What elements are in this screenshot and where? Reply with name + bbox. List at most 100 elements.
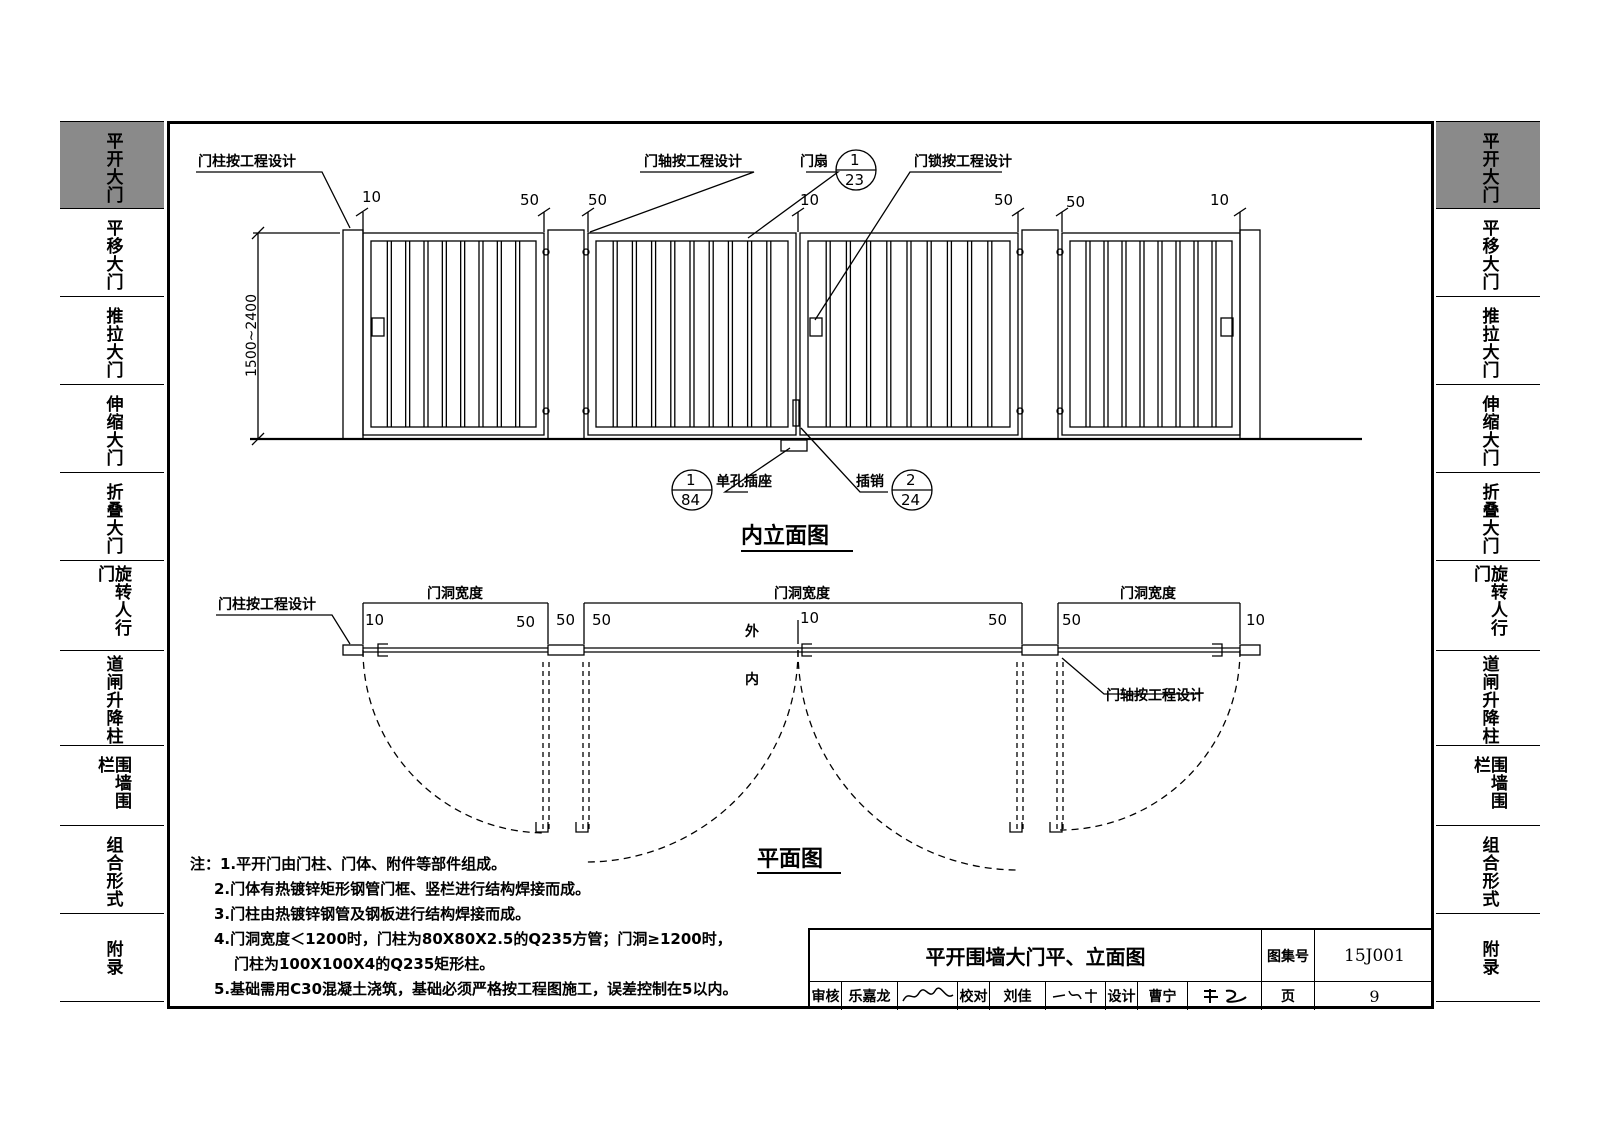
leaf-3-inner bbox=[807, 240, 1011, 428]
leaf-3-frame bbox=[799, 232, 1019, 436]
tab-appendix[interactable]: 附录 bbox=[60, 914, 164, 1002]
elevation-dim-7: 10 bbox=[1210, 191, 1229, 209]
tab-label: 围墙围栏 bbox=[94, 756, 131, 810]
right-tab-strip: 平开大门 平移大门 推拉大门 伸缩大门 折叠大门 旋转人行门 道闸升降柱 围墙围… bbox=[1436, 121, 1540, 1002]
hinge-leader bbox=[589, 171, 755, 233]
signature-3 bbox=[1203, 989, 1247, 1003]
plan-dim-2: 50 bbox=[516, 613, 535, 631]
tab-label: 伸缩大门 bbox=[102, 395, 123, 467]
checker-signature bbox=[1046, 982, 1106, 1010]
elevation-hinge-label: 门轴按工程设计 bbox=[644, 153, 742, 170]
plan-opening-width-2: 门洞宽度 bbox=[774, 585, 831, 602]
elevation-dim-4: 10 bbox=[800, 191, 819, 209]
reviewer-signature bbox=[898, 982, 958, 1010]
tab-combination[interactable]: 组合形式 bbox=[1436, 826, 1540, 914]
atlas-number: 15J001 bbox=[1315, 930, 1434, 982]
tab-label: 组合形式 bbox=[102, 836, 123, 908]
tab-sliding-gate[interactable]: 平移大门 bbox=[1436, 209, 1540, 297]
leaf-ref-page: 23 bbox=[845, 171, 864, 189]
hinges bbox=[542, 248, 1064, 415]
socket-ref-page: 84 bbox=[681, 491, 700, 509]
post-leader bbox=[196, 171, 351, 229]
tab-combination[interactable]: 组合形式 bbox=[60, 826, 164, 914]
swing-arc-2 bbox=[585, 649, 799, 863]
tab-label: 围墙围栏 bbox=[1470, 756, 1507, 810]
note-4: 4.门洞宽度＜1200时，门柱为80X80X2.5的Q235方管；门洞≥1200… bbox=[214, 930, 732, 948]
lock-2 bbox=[809, 317, 823, 337]
leaf-1-bars bbox=[386, 241, 521, 427]
plan-opening-width-3: 门洞宽度 bbox=[1120, 585, 1177, 602]
tab-label: 平移大门 bbox=[102, 219, 123, 291]
tab-label: 折叠大门 bbox=[102, 483, 123, 555]
plan-hinge-leader bbox=[1061, 657, 1200, 695]
tab-telescopic-gate[interactable]: 伸缩大门 bbox=[60, 385, 164, 473]
note-5: 5.基础需用C30混凝土浇筑，基础必须严格按工程图施工，误差控制在5以内。 bbox=[214, 980, 738, 998]
page-number: 9 bbox=[1369, 986, 1380, 1006]
tab-sliding-gate[interactable]: 平移大门 bbox=[60, 209, 164, 297]
tab-barrier-bollard[interactable]: 道闸升降柱 bbox=[60, 651, 164, 746]
tab-folding-gate[interactable]: 折叠大门 bbox=[1436, 473, 1540, 561]
review-label: 审核 bbox=[810, 982, 842, 1010]
check-label: 校对 bbox=[958, 982, 990, 1010]
plan-dim-ticks bbox=[362, 603, 1241, 644]
socket-leader bbox=[722, 447, 791, 493]
elevation-dim-5: 50 bbox=[994, 191, 1013, 209]
note-4-cont: 门柱为100X100X4的Q235矩形柱。 bbox=[234, 955, 495, 973]
bolt-ref-num: 2 bbox=[906, 471, 916, 489]
tab-revolving-gate[interactable]: 旋转人行门 bbox=[60, 561, 164, 651]
plan-hinge-label: 门轴按工程设计 bbox=[1106, 687, 1204, 704]
plan-post-leader bbox=[216, 614, 351, 645]
tab-label: 道闸升降柱 bbox=[1478, 655, 1499, 745]
leaf-2-frame bbox=[587, 232, 797, 436]
page-label: 页 bbox=[1262, 982, 1315, 1010]
tab-label: 旋转人行门 bbox=[1470, 565, 1507, 637]
socket-label: 单孔插座 bbox=[716, 473, 772, 490]
tab-telescopic-gate[interactable]: 伸缩大门 bbox=[1436, 385, 1540, 473]
tab-appendix[interactable]: 附录 bbox=[1436, 914, 1540, 1002]
leaf-ref-num: 1 bbox=[850, 151, 860, 169]
tab-folding-gate[interactable]: 折叠大门 bbox=[60, 473, 164, 561]
elevation-drawing bbox=[196, 149, 1362, 552]
drop-bolt bbox=[792, 399, 800, 427]
plan-post-label: 门柱按工程设计 bbox=[218, 596, 316, 613]
signature-2 bbox=[1052, 989, 1097, 1003]
right-post bbox=[1239, 229, 1261, 440]
plan-dim-8: 10 bbox=[1246, 611, 1265, 629]
leaf-leader bbox=[747, 171, 840, 239]
leaf-3-bars bbox=[825, 241, 993, 427]
tab-revolving-gate[interactable]: 旋转人行门 bbox=[1436, 561, 1540, 651]
tab-swing-gate[interactable]: 平开大门 bbox=[1436, 122, 1540, 209]
plan-dim-5: 10 bbox=[800, 609, 819, 627]
height-dim-label: 1500~2400 bbox=[244, 294, 260, 377]
notes: 注：1.平开门由门柱、门体、附件等部件组成。 2.门体有热镀锌矩形钢管门框、竖栏… bbox=[190, 852, 737, 1002]
tab-barrier-bollard[interactable]: 道闸升降柱 bbox=[1436, 651, 1540, 746]
leaf-4-frame bbox=[1061, 232, 1241, 436]
tab-fence[interactable]: 围墙围栏 bbox=[1436, 746, 1540, 826]
tab-push-pull-gate[interactable]: 推拉大门 bbox=[60, 297, 164, 385]
drawing-title: 平开围墙大门平、立面图 bbox=[810, 930, 1262, 982]
title-block: 平开围墙大门平、立面图 图集号 15J001 审核 乐嘉龙 校对 刘佳 设计 曹… bbox=[808, 928, 1434, 1010]
elevation-dim-2: 50 bbox=[520, 191, 539, 209]
elevation-dim-1: 10 bbox=[362, 188, 381, 206]
plan-dim-7: 50 bbox=[1062, 611, 1081, 629]
tab-swing-gate[interactable]: 平开大门 bbox=[60, 122, 164, 209]
elevation-dim-6: 50 bbox=[1066, 193, 1085, 211]
plan-outside-label: 外 bbox=[745, 623, 759, 640]
plan-dim-1: 10 bbox=[365, 611, 384, 629]
swing-arc-4 bbox=[1059, 649, 1241, 831]
elevation-lock-label: 门锁按工程设计 bbox=[914, 153, 1012, 170]
tab-label: 旋转人行门 bbox=[94, 565, 131, 637]
note-1: 注：1.平开门由门柱、门体、附件等部件组成。 bbox=[190, 855, 507, 873]
left-tab-strip: 平开大门 平移大门 推拉大门 伸缩大门 折叠大门 旋转人行门 道闸升降柱 围墙围… bbox=[60, 121, 164, 1002]
leaf-1-frame bbox=[362, 232, 545, 436]
leaf-4-inner bbox=[1069, 240, 1233, 428]
reviewer-name: 乐嘉龙 bbox=[842, 982, 898, 1010]
elevation-dim-ticks bbox=[355, 207, 1247, 232]
leaf-1-inner bbox=[370, 240, 537, 428]
bolt-ref-page: 24 bbox=[901, 491, 920, 509]
tab-push-pull-gate[interactable]: 推拉大门 bbox=[1436, 297, 1540, 385]
tab-label: 平移大门 bbox=[1478, 219, 1499, 291]
lock-symbols bbox=[377, 643, 1223, 833]
tab-fence[interactable]: 围墙围栏 bbox=[60, 746, 164, 826]
